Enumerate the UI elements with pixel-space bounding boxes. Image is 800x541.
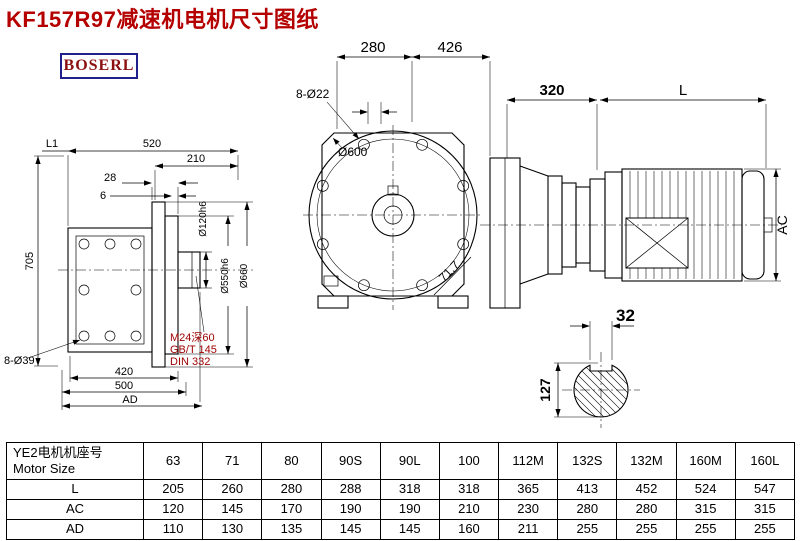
note-standard-gb: GB/T 145: [170, 344, 217, 356]
side-view: L1 520 210 28 6: [4, 138, 256, 410]
table-cell: 524: [675, 479, 736, 500]
dim-127: 127: [537, 378, 553, 402]
dim-426: 426: [437, 39, 462, 56]
side-view-outline: [58, 201, 256, 402]
table-cell: 315: [675, 499, 736, 520]
table-cell: 318: [438, 479, 500, 500]
dim-500: 500: [115, 380, 133, 392]
dim-280: 280: [360, 39, 385, 56]
table-size-col: 160L: [734, 442, 796, 480]
table-header-row: YE2电机机座号 Motor Size 63 71 80 90S 90L 100…: [6, 442, 796, 480]
table-header-motor-size: YE2电机机座号 Motor Size: [6, 442, 144, 480]
dim-210: 210: [187, 153, 205, 165]
table-size-col: 63: [142, 442, 204, 480]
dim-l1: L1: [46, 138, 58, 150]
table-size-col: 112M: [498, 442, 559, 480]
technical-drawing: L1 520 210 28 6: [4, 39, 790, 428]
side-view-dimensions: L1 520 210 28 6: [4, 138, 253, 410]
table-cell: 255: [734, 519, 796, 540]
table-cell: 288: [320, 479, 381, 500]
table-cell: 170: [261, 499, 322, 520]
dim-diagonal: 71.7: [436, 258, 463, 285]
table-cell: 315: [734, 499, 796, 520]
table-size-col: 90L: [379, 442, 440, 480]
label-8-d22: 8-Ø22: [296, 87, 330, 101]
table-cell: 280: [261, 479, 322, 500]
label-8-d39: 8-Ø39: [4, 355, 35, 367]
label-d600: Ø600: [338, 145, 368, 159]
table-cell: 365: [498, 479, 559, 500]
table-cell: 160: [438, 519, 500, 540]
dim-AC: AC: [774, 215, 790, 234]
table-cell: 145: [202, 499, 263, 520]
table-cell: 145: [379, 519, 440, 540]
table-size-col: 160M: [675, 442, 736, 480]
front-view: 280 426 8-Ø22 Ø600 71.7: [296, 39, 491, 310]
dim-320: 320: [539, 82, 564, 99]
motor-view-outline: [480, 157, 782, 309]
table-row-AC: AC 120 145 170 190 190 210 230 280 280 3…: [6, 499, 796, 520]
table-row-label: AC: [6, 499, 144, 520]
label-shaft-diameter: Ø120h6: [198, 201, 209, 237]
table-cell: 210: [438, 499, 500, 520]
table-cell: 110: [142, 519, 204, 540]
table-cell: 190: [379, 499, 440, 520]
dim-28: 28: [104, 172, 116, 184]
table-cell: 130: [202, 519, 263, 540]
table-size-col: 132S: [557, 442, 618, 480]
shaft-section-view: 32 127: [537, 306, 640, 428]
table-cell: 255: [557, 519, 618, 540]
note-standard-din: DIN 332: [170, 356, 210, 368]
table-header-cn: YE2电机机座号: [13, 444, 103, 460]
table-cell: 255: [675, 519, 736, 540]
motor-size-table: YE2电机机座号 Motor Size 63 71 80 90S 90L 100…: [6, 442, 796, 540]
dim-420: 420: [115, 366, 133, 378]
table-size-col: 132M: [616, 442, 677, 480]
note-tapped-hole: M24深60: [170, 331, 215, 344]
table-header-en: Motor Size: [13, 461, 76, 476]
table-cell: 190: [320, 499, 381, 520]
table-cell: 120: [142, 499, 204, 520]
table-row-AD: AD 110 130 135 145 145 160 211 255 255 2…: [6, 519, 796, 540]
table-cell: 452: [616, 479, 677, 500]
shaft-section-outline: [562, 352, 640, 428]
shaft-section-dimensions: 32 127: [537, 306, 635, 418]
table-cell: 230: [498, 499, 559, 520]
motor-view-dimensions: 320 L AC: [506, 82, 790, 282]
table-cell: 205: [142, 479, 204, 500]
table-size-col: 100: [438, 442, 500, 480]
dim-L: L: [679, 82, 687, 99]
table-row-label: AD: [6, 519, 144, 540]
table-cell: 135: [261, 519, 322, 540]
label-spigot-diameter: Ø550h6: [220, 258, 231, 294]
table-cell: 318: [379, 479, 440, 500]
dim-705: 705: [24, 252, 36, 270]
table-cell: 280: [557, 499, 618, 520]
front-view-outline: [303, 125, 483, 310]
page-title: KF157R97减速机电机尺寸图纸: [6, 7, 319, 32]
table-size-col: 90S: [320, 442, 381, 480]
table-cell: 413: [557, 479, 618, 500]
motor-view: 320 L AC: [480, 82, 790, 309]
table-cell: 547: [734, 479, 796, 500]
dim-ad: AD: [122, 394, 137, 406]
table-size-col: 71: [202, 442, 263, 480]
table-cell: 260: [202, 479, 263, 500]
brand-logo: BOSERL: [60, 53, 138, 79]
dim-520: 520: [143, 138, 161, 150]
label-flange-diameter: Ø660: [239, 263, 250, 288]
table-cell: 145: [320, 519, 381, 540]
dim-6: 6: [100, 190, 106, 202]
table-row-label: L: [6, 479, 144, 500]
table-cell: 211: [498, 519, 559, 540]
dim-32: 32: [616, 306, 635, 325]
table-size-col: 80: [261, 442, 322, 480]
table-cell: 255: [616, 519, 677, 540]
table-row-L: L 205 260 280 288 318 318 365 413 452 52…: [6, 479, 796, 500]
table-cell: 280: [616, 499, 677, 520]
brand-logo-text: BOSERL: [63, 57, 135, 74]
